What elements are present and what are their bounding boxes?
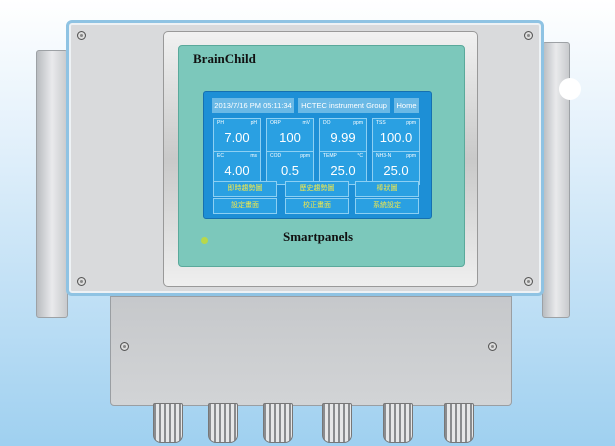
reading-unit: mV	[302, 120, 311, 126]
brand-logo: BrainChild	[193, 51, 256, 66]
reading-nh3n[interactable]: NH3-N ppm 25.0	[372, 151, 420, 185]
reading-value: 7.00	[224, 130, 250, 145]
reading-name: NH3-N	[376, 153, 392, 159]
reading-unit: pH	[250, 120, 257, 126]
cable-gland	[153, 403, 183, 443]
system-settings-button[interactable]: 系統設定	[355, 198, 419, 214]
realtime-trend-button[interactable]: 即時趨勢圖	[213, 181, 277, 197]
settings-screen-button[interactable]: 設定畫面	[213, 198, 277, 214]
terminal-box	[110, 296, 512, 406]
reading-unit: ppm	[406, 153, 416, 159]
cable-gland	[383, 403, 413, 443]
company-label: HCTEC instrument Group	[298, 98, 390, 113]
screw-icon	[120, 342, 129, 351]
bar-chart-button[interactable]: 棒狀圖	[355, 181, 419, 197]
reading-unit: ppm	[353, 120, 363, 126]
reading-name: ORP	[270, 120, 281, 126]
reading-unit: ppm	[300, 153, 310, 159]
reading-value: 100	[279, 130, 301, 145]
reading-value: 100.0	[379, 130, 413, 145]
reading-name: PH	[217, 120, 224, 126]
reading-value: 25.0	[383, 163, 409, 178]
screw-icon	[77, 31, 86, 40]
screw-icon	[524, 31, 533, 40]
status-led	[201, 237, 208, 244]
left-mount-bracket	[36, 50, 68, 318]
reading-name: DO	[323, 120, 331, 126]
reading-name: TSS	[376, 120, 386, 126]
reading-unit: ppm	[406, 120, 416, 126]
reading-tss[interactable]: TSS ppm 100.0	[372, 118, 420, 152]
mount-hole	[559, 78, 581, 100]
reading-unit: °C	[357, 153, 363, 159]
touch-screen[interactable]: 2013/7/16 PM 05:11:34 HCTEC instrument G…	[203, 91, 432, 219]
screw-icon	[524, 277, 533, 286]
reading-value: 0.5	[280, 163, 300, 178]
history-trend-button[interactable]: 歷史趨勢圖	[285, 181, 349, 197]
screw-icon	[488, 342, 497, 351]
cable-gland	[444, 403, 474, 443]
reading-value: 4.00	[224, 163, 250, 178]
reading-name: TEMP	[323, 153, 337, 159]
calibration-screen-button[interactable]: 校正畫面	[285, 198, 349, 214]
cable-gland	[208, 403, 238, 443]
home-button[interactable]: Home	[394, 98, 419, 113]
screw-icon	[77, 277, 86, 286]
reading-value: 9.99	[330, 130, 356, 145]
reading-name: EC	[217, 153, 224, 159]
reading-value: 25.0	[330, 163, 356, 178]
cable-gland	[263, 403, 293, 443]
cable-gland	[322, 403, 352, 443]
reading-unit: ms	[250, 153, 257, 159]
model-label: Smartpanels	[283, 229, 354, 244]
datetime-display: 2013/7/16 PM 05:11:34	[212, 98, 294, 113]
reading-name: COD	[270, 153, 282, 159]
reading-do[interactable]: DO ppm 9.99	[319, 118, 367, 152]
